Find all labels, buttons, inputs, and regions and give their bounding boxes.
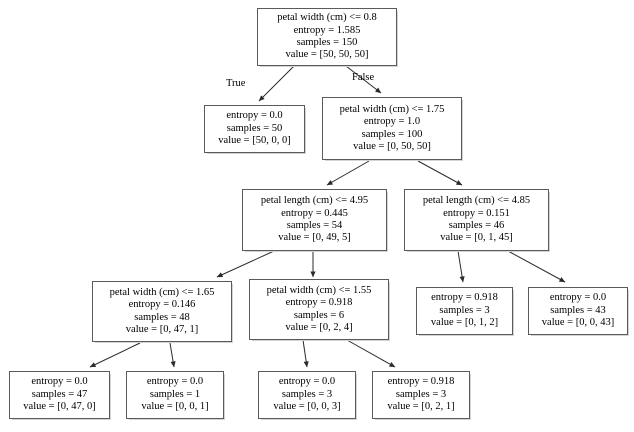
node-value: value = [0, 1, 45] — [440, 232, 513, 244]
node-entropy: entropy = 0.151 — [443, 207, 510, 219]
node-condition: petal width (cm) <= 1.75 — [339, 103, 445, 115]
node-condition: petal length (cm) <= 4.95 — [260, 195, 369, 207]
edge-label-true: True — [226, 78, 246, 89]
node-condition: petal width (cm) <= 1.65 — [109, 286, 215, 298]
node-samples: samples = 3 — [281, 388, 333, 400]
node-value: value = [0, 1, 2] — [430, 317, 499, 329]
tree-node-leaf-virginica-1[interactable]: entropy = 0.0 samples = 1 value = [0, 0,… — [126, 371, 224, 419]
node-value: value = [0, 47, 0] — [23, 401, 96, 413]
edge-n2-n3 — [326, 160, 370, 186]
node-entropy: entropy = 0.0 — [146, 376, 204, 388]
node-condition: petal width (cm) <= 0.8 — [277, 12, 377, 24]
node-samples: samples = 3 — [439, 304, 490, 316]
node-samples: samples = 6 — [293, 309, 345, 321]
node-entropy: entropy = 0.445 — [281, 207, 348, 219]
tree-node-leaf-mixed-021[interactable]: entropy = 0.918 samples = 3 value = [0, … — [372, 371, 470, 419]
node-samples: samples = 47 — [31, 388, 88, 400]
node-entropy: entropy = 1.585 — [293, 24, 361, 36]
node-value: value = [0, 0, 43] — [541, 317, 615, 329]
edge-n3-n5 — [216, 250, 275, 278]
tree-node-leaf-virginica-3[interactable]: entropy = 0.0 samples = 3 value = [0, 0,… — [258, 371, 356, 419]
node-entropy: entropy = 0.0 — [31, 376, 88, 388]
node-value: value = [50, 0, 0] — [218, 135, 291, 147]
node-value: value = [0, 49, 5] — [278, 232, 351, 244]
node-entropy: entropy = 0.918 — [285, 297, 353, 309]
node-value: value = [50, 50, 50] — [285, 49, 369, 61]
node-value: value = [0, 2, 1] — [387, 401, 455, 413]
tree-node-leaf-mixed-012[interactable]: entropy = 0.918 samples = 3 value = [0, … — [416, 287, 513, 335]
tree-node-root[interactable]: petal width (cm) <= 0.8 entropy = 1.585 … — [257, 8, 397, 66]
node-samples: samples = 43 — [550, 304, 606, 316]
node-entropy: entropy = 0.0 — [549, 292, 607, 304]
node-value: value = [0, 0, 3] — [273, 401, 341, 413]
tree-node-petal-width-165[interactable]: petal width (cm) <= 1.65 entropy = 0.146… — [92, 281, 232, 342]
edge-n5-n10 — [169, 342, 176, 368]
node-samples: samples = 46 — [448, 220, 505, 231]
edge-label-false: False — [352, 72, 375, 83]
tree-node-petal-width-175[interactable]: petal width (cm) <= 1.75 entropy = 1.0 s… — [322, 97, 462, 160]
tree-node-petal-length-495[interactable]: petal length (cm) <= 4.95 entropy = 0.44… — [242, 189, 387, 251]
node-samples: samples = 100 — [361, 128, 423, 140]
edge-n6-n12 — [346, 339, 396, 368]
edge-n2-n4 — [417, 160, 463, 186]
tree-node-leaf-versicolor-47[interactable]: entropy = 0.0 samples = 47 value = [0, 4… — [9, 371, 110, 419]
edge-n4-n8 — [507, 250, 566, 283]
node-condition: petal length (cm) <= 4.85 — [422, 195, 531, 207]
node-samples: samples = 1 — [149, 388, 201, 400]
tree-node-leaf-setosa[interactable]: entropy = 0.0 samples = 50 value = [50, … — [204, 105, 305, 153]
tree-node-petal-length-485[interactable]: petal length (cm) <= 4.85 entropy = 0.15… — [404, 189, 549, 251]
node-samples: samples = 54 — [286, 220, 343, 231]
node-value: value = [0, 2, 4] — [285, 321, 353, 333]
node-entropy: entropy = 0.146 — [128, 299, 196, 311]
node-value: value = [0, 50, 50] — [353, 140, 431, 152]
node-entropy: entropy = 0.918 — [431, 292, 498, 304]
node-entropy: entropy = 0.918 — [387, 376, 455, 388]
node-samples: samples = 150 — [296, 37, 358, 48]
edge-n5-n9 — [89, 342, 141, 368]
node-entropy: entropy = 0.0 — [226, 110, 283, 122]
edge-n6-n11 — [302, 339, 309, 368]
tree-node-petal-width-155[interactable]: petal width (cm) <= 1.55 entropy = 0.918… — [249, 279, 389, 340]
edge-n4-n7 — [457, 250, 465, 283]
node-condition: petal width (cm) <= 1.55 — [266, 284, 372, 296]
node-value: value = [0, 47, 1] — [125, 323, 199, 335]
node-value: value = [0, 0, 1] — [141, 401, 209, 413]
edge-n0-n1 — [258, 65, 295, 102]
node-samples: samples = 48 — [134, 311, 190, 323]
node-samples: samples = 3 — [395, 388, 447, 400]
node-entropy: entropy = 1.0 — [363, 116, 421, 128]
node-samples: samples = 50 — [226, 122, 283, 134]
node-entropy: entropy = 0.0 — [278, 376, 336, 388]
tree-node-leaf-virginica-43[interactable]: entropy = 0.0 samples = 43 value = [0, 0… — [528, 287, 628, 335]
